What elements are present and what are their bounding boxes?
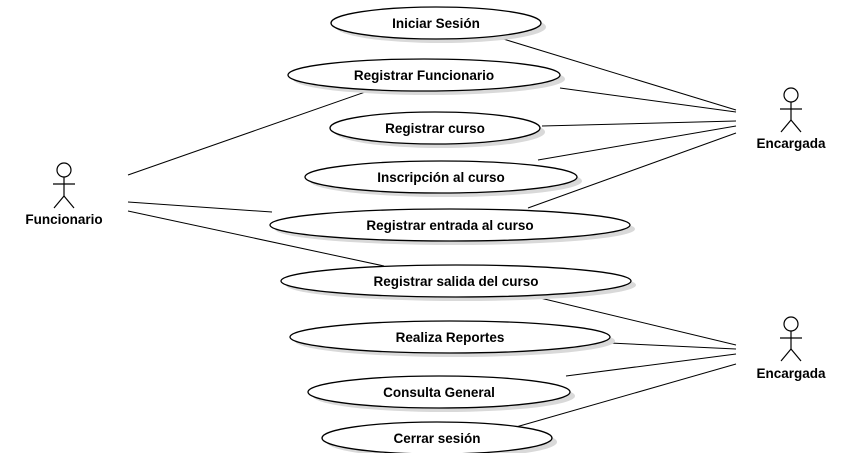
use-case-registrar-curso: Registrar curso [329,111,545,148]
association-encargada-cerrar-sesion [515,363,737,428]
stick-figure-icon [780,87,802,133]
use-case-label: Iniciar Sesión [392,16,480,31]
use-case-label: Registrar salida del curso [373,274,538,289]
use-case-label: Registrar curso [385,121,485,136]
association-encargada-registrar-entrada [527,132,737,209]
actor-label: Funcionario [25,212,102,227]
association-encargada-registrar-salida [535,296,737,346]
association-encargada-registrar-curso [541,120,737,127]
use-case-registrar-salida: Registrar salida del curso [280,264,636,301]
actor-label: Encargada [756,366,826,381]
use-case-registrar-entrada: Registrar entrada al curso [269,208,635,245]
use-case-label: Consulta General [383,385,495,400]
use-case-label: Cerrar sesión [393,431,480,446]
association-encargada-iniciar-sesion [499,37,737,111]
actor-encargada-bottom: Encargada [756,316,826,381]
use-case-consulta-general: Consulta General [307,375,575,412]
use-case-label: Registrar entrada al curso [366,218,533,233]
association-encargada-consulta-general [565,353,737,377]
association-encargada-realiza-reportes [609,342,737,350]
actor-label: Encargada [756,136,826,151]
association-encargada-inscripcion-curso [537,125,737,161]
associations [127,37,737,428]
association-encargada-registrar-funcionario [559,87,737,113]
stick-figure-icon [53,162,75,209]
use-case-iniciar-sesion: Iniciar Sesión [330,6,546,43]
use-case-realiza-reportes: Realiza Reportes [289,320,615,357]
association-funcionario-registrar-entrada [127,201,273,213]
actor-funcionario: Funcionario [25,162,103,227]
use-case-registrar-funcionario: Registrar Funcionario [287,58,565,95]
use-case-label: Registrar Funcionario [354,68,494,83]
use-case-label: Realiza Reportes [396,330,505,345]
stick-figure-icon [780,316,802,362]
use-case-cerrar-sesion: Cerrar sesión [321,421,557,453]
association-funcionario-registrar-funcionario [127,83,389,176]
association-funcionario-registrar-salida [127,210,385,267]
use-case-label: Inscripción al curso [377,170,505,185]
actor-encargada-top: Encargada [756,87,826,151]
use-case-inscripcion-curso: Inscripción al curso [304,160,582,197]
